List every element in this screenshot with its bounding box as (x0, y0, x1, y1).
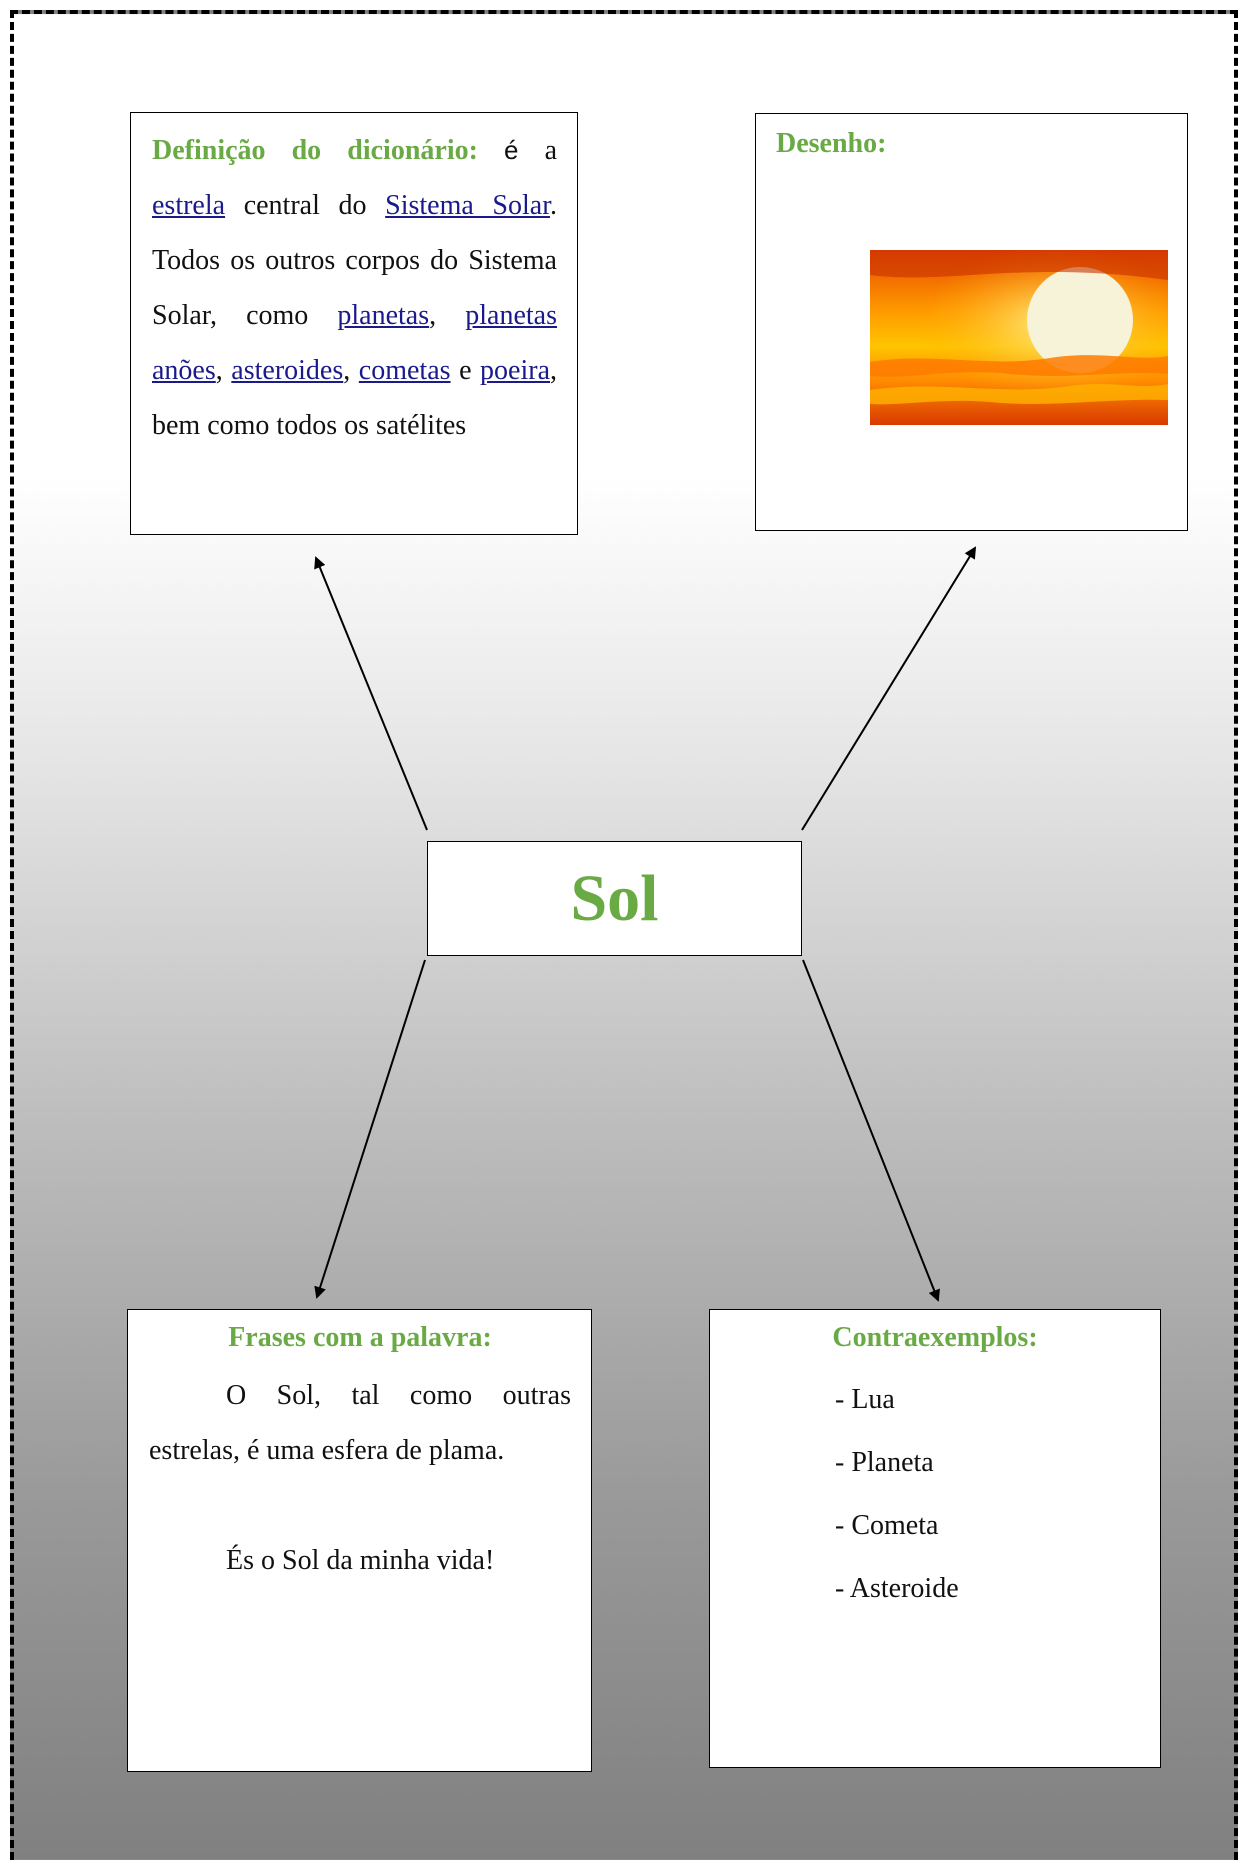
definition-text-run: , (215, 355, 232, 386)
arrow-to-counterexamples (802, 959, 940, 1302)
definition-text-run: , bem como todos os satélites (152, 355, 557, 441)
definition-box: Definição do dicionário: é a estrela cen… (130, 112, 578, 535)
definition-text-run: , (429, 300, 466, 331)
definition-link[interactable]: planetas anões (152, 300, 557, 386)
counterexample-item: - Lua (835, 1384, 895, 1415)
counterexample-item: - Cometa (835, 1510, 939, 1541)
definition-text-run: . Todos os outros corpos do Sistema Sola… (152, 190, 557, 331)
definition-link[interactable]: Sistema Solar (385, 190, 550, 221)
sentences-box: Frases com a palavra: O Sol, tal como ou… (127, 1309, 592, 1772)
definition-text: Definição do dicionário: é a estrela cen… (152, 123, 557, 453)
definition-text-run: a (544, 135, 558, 166)
sentence-2: És o Sol da minha vida! (226, 1545, 495, 1576)
counterexamples-list: - Lua - Planeta - Cometa - Asteroide (730, 1368, 1140, 1620)
definition-first-word: é (504, 135, 519, 165)
drawing-box: Desenho: (755, 113, 1188, 531)
definition-text-run: central do (225, 190, 386, 221)
definition-link[interactable]: asteroides (231, 355, 344, 386)
counterexamples-box: Contraexemplos: - Lua - Planeta - Cometa… (709, 1309, 1161, 1768)
definition-body: a estrela central do Sistema Solar. Todo… (152, 135, 557, 441)
definition-link[interactable]: planetas (337, 300, 430, 331)
counterexamples-heading: Contraexemplos: (832, 1322, 1038, 1353)
sunset-image (870, 250, 1168, 425)
counterexample-item: - Planeta (835, 1447, 934, 1478)
center-title: Sol (570, 861, 659, 935)
sentence-1: O Sol, tal como outras estrelas, é uma e… (149, 1380, 571, 1466)
definition-text-run: e (450, 355, 481, 386)
definition-heading: Definição do dicionário: (152, 135, 478, 166)
arrow-to-definition (314, 556, 428, 831)
counterexample-item: - Asteroide (835, 1573, 959, 1604)
arrow-to-drawing (801, 546, 977, 831)
drawing-heading: Desenho: (776, 128, 887, 159)
definition-link[interactable]: cometas (358, 355, 451, 386)
center-concept-box: Sol (427, 841, 802, 956)
sentences-heading: Frases com a palavra: (228, 1322, 492, 1353)
arrow-to-sentences (314, 959, 426, 1299)
definition-text-run: , (343, 355, 359, 386)
definition-link[interactable]: estrela (152, 190, 226, 221)
definition-link[interactable]: poeira (480, 355, 550, 386)
